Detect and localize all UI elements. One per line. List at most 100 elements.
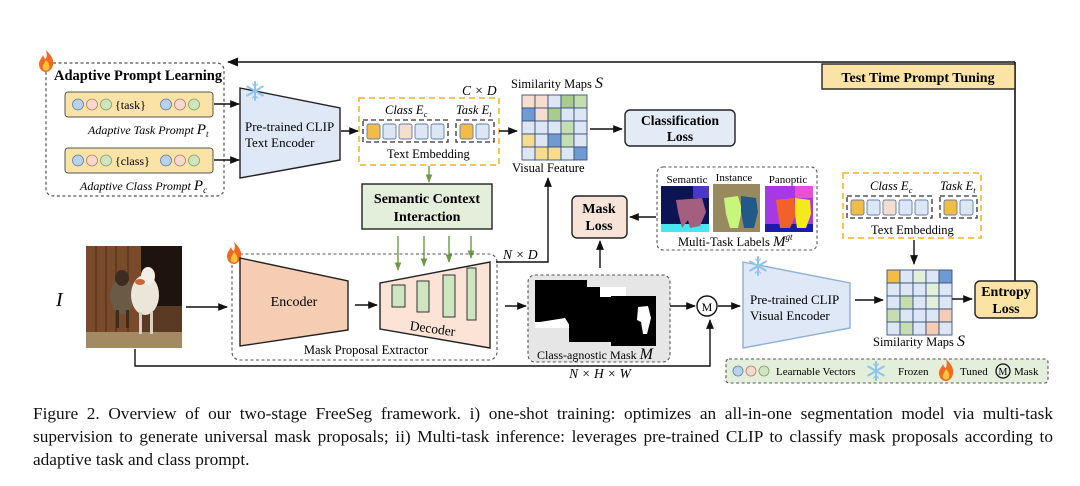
panoptic-mask-image bbox=[765, 186, 813, 232]
similarity-bottom-cell bbox=[899, 282, 914, 297]
entropy-loss-line1: Entropy bbox=[981, 285, 1031, 300]
similarity-top-cell bbox=[521, 120, 536, 135]
similarity-bottom-cell bbox=[938, 282, 953, 297]
semantic-context-interaction: Semantic Context Interaction bbox=[361, 183, 493, 230]
decoder-label: Decoder bbox=[409, 318, 457, 339]
similarity-top-cell bbox=[521, 146, 536, 161]
similarity-maps-top: Similarity Maps S Visual Feature bbox=[511, 75, 603, 175]
text-embedding-caption-right: Text Embedding bbox=[871, 223, 955, 237]
similarity-top-cell bbox=[534, 94, 549, 109]
class-embedding-right-cell bbox=[914, 199, 929, 216]
class-embedding-label: Class Ec bbox=[385, 103, 428, 119]
class-prompt-bar: {class} bbox=[64, 147, 214, 174]
task-embedding-right-cell bbox=[943, 199, 958, 216]
mask-operator-symbol: M bbox=[702, 300, 713, 314]
similarity-top-cell bbox=[547, 94, 562, 109]
tuned-flame-icon bbox=[39, 50, 54, 72]
similarity-top-cell bbox=[573, 94, 588, 109]
class-agnostic-caption: Class-agnostic Mask M bbox=[537, 346, 655, 363]
similarity-bottom-cell bbox=[938, 269, 953, 284]
similarity-bottom-cell bbox=[912, 269, 927, 284]
decoder-to-visual-feature-line bbox=[496, 177, 552, 263]
input-image-sheep bbox=[86, 246, 182, 348]
visual-encoder-line1: Pre-trained CLIP bbox=[750, 292, 839, 307]
similarity-top-cell bbox=[547, 120, 562, 135]
task-token: {task} bbox=[115, 98, 146, 112]
instance-label: Instance bbox=[716, 172, 753, 184]
text-encoder-line1: Pre-trained CLIP bbox=[245, 119, 334, 134]
similarity-bottom-cell bbox=[925, 282, 940, 297]
sci-arrows bbox=[394, 236, 475, 271]
similarity-top-cell bbox=[573, 120, 588, 135]
legend-learnable: Learnable Vectors bbox=[776, 366, 856, 378]
similarity-bottom-cell bbox=[912, 308, 927, 323]
class-agnostic-mask: Class-agnostic Mask M bbox=[527, 274, 671, 363]
similarity-bottom-cell bbox=[912, 282, 927, 297]
class-embedding-cell bbox=[382, 123, 397, 140]
freeseg-diagram: Adaptive Prompt Learning {task} Adaptive… bbox=[39, 50, 1049, 384]
similarity-top-cell bbox=[521, 133, 536, 148]
visual-feature-label: Visual Feature bbox=[512, 161, 585, 175]
semantic-mask-image bbox=[661, 186, 709, 232]
sci-line1: Semantic Context bbox=[374, 192, 480, 207]
panoptic-label: Panoptic bbox=[769, 174, 808, 186]
similarity-bottom-cell bbox=[899, 269, 914, 284]
text-encoder-line2: Text Encoder bbox=[245, 135, 315, 150]
similarity-top-cell bbox=[560, 133, 575, 148]
clip-text-encoder: Pre-trained CLIP Text Encoder bbox=[239, 81, 341, 179]
classification-loss-line2: Loss bbox=[667, 129, 693, 144]
decoder-block: Decoder bbox=[379, 261, 491, 349]
similarity-top-cell bbox=[560, 94, 575, 109]
similarity-top-cell bbox=[547, 107, 562, 122]
similarity-top-cell bbox=[547, 133, 562, 148]
similarity-bottom-cell bbox=[925, 308, 940, 323]
class-token: {class} bbox=[115, 154, 150, 168]
similarity-top-cell bbox=[560, 120, 575, 135]
legend-mask-symbol: M bbox=[999, 367, 1008, 378]
visual-encoder-line2: Visual Encoder bbox=[750, 308, 830, 323]
class-embedding-cell bbox=[414, 123, 429, 140]
multi-task-labels: Semantic Instance Panoptic Multi-Task La… bbox=[656, 166, 818, 251]
similarity-bottom-cell bbox=[886, 269, 901, 284]
adaptive-prompt-title: Adaptive Prompt Learning bbox=[54, 68, 223, 84]
class-embedding-cell bbox=[430, 123, 445, 140]
mask-dims-label: N × H × W bbox=[568, 366, 632, 381]
class-embedding-cell bbox=[398, 123, 413, 140]
task-prompt-bar: {task} bbox=[64, 91, 214, 118]
multi-task-caption: Multi-Task Labels Mgt bbox=[678, 232, 793, 250]
mask-operator: M bbox=[696, 295, 718, 317]
clip-visual-encoder: Pre-trained CLIP Visual Encoder bbox=[742, 256, 851, 349]
figure-caption: Figure 2. Overview of our two-stage Free… bbox=[33, 404, 1053, 469]
adaptive-prompt-learning: Adaptive Prompt Learning {task} Adaptive… bbox=[39, 50, 225, 197]
test-time-label: Test Time Prompt Tuning bbox=[841, 71, 994, 86]
semantic-label: Semantic bbox=[667, 174, 708, 186]
legend-frozen: Frozen bbox=[898, 366, 929, 378]
task-prompt-label: Adaptive Task Prompt Pt bbox=[87, 122, 209, 139]
tuned-flame-icon-extractor bbox=[227, 242, 242, 264]
similarity-top-cell bbox=[521, 107, 536, 122]
image-to-mask-op-line bbox=[134, 319, 714, 367]
text-embedding-top: C × D Class Ec Task Et Text Embedding bbox=[358, 83, 500, 166]
encoder-block: Encoder bbox=[239, 257, 349, 347]
mask-loss-line2: Loss bbox=[585, 219, 613, 234]
similarity-top-cell bbox=[560, 107, 575, 122]
similarity-bottom-cell bbox=[886, 308, 901, 323]
class-prompt-label: Adaptive Class Prompt Pc bbox=[79, 178, 207, 195]
task-embedding-label: Task Et bbox=[456, 103, 492, 119]
similarity-bottom-cell bbox=[912, 295, 927, 310]
similarity-bottom-cell bbox=[925, 295, 940, 310]
class-embedding-right-cell bbox=[850, 199, 865, 216]
mask-loss-line1: Mask bbox=[582, 202, 616, 217]
similarity-bottom-cell bbox=[912, 321, 927, 336]
similarity-top-cell bbox=[534, 107, 549, 122]
class-embedding-label-right: Class Ec bbox=[870, 179, 913, 195]
mask-extractor-caption: Mask Proposal Extractor bbox=[304, 343, 429, 357]
nd-label: N × D bbox=[502, 247, 538, 262]
similarity-bottom-cell bbox=[938, 321, 953, 336]
sci-line2: Interaction bbox=[394, 210, 461, 225]
similarity-top-cell bbox=[573, 133, 588, 148]
similarity-maps-bottom: Similarity Maps S bbox=[873, 269, 965, 350]
similarity-top-cell bbox=[573, 146, 588, 161]
similarity-bottom-cell bbox=[886, 295, 901, 310]
similarity-top-cell bbox=[534, 133, 549, 148]
